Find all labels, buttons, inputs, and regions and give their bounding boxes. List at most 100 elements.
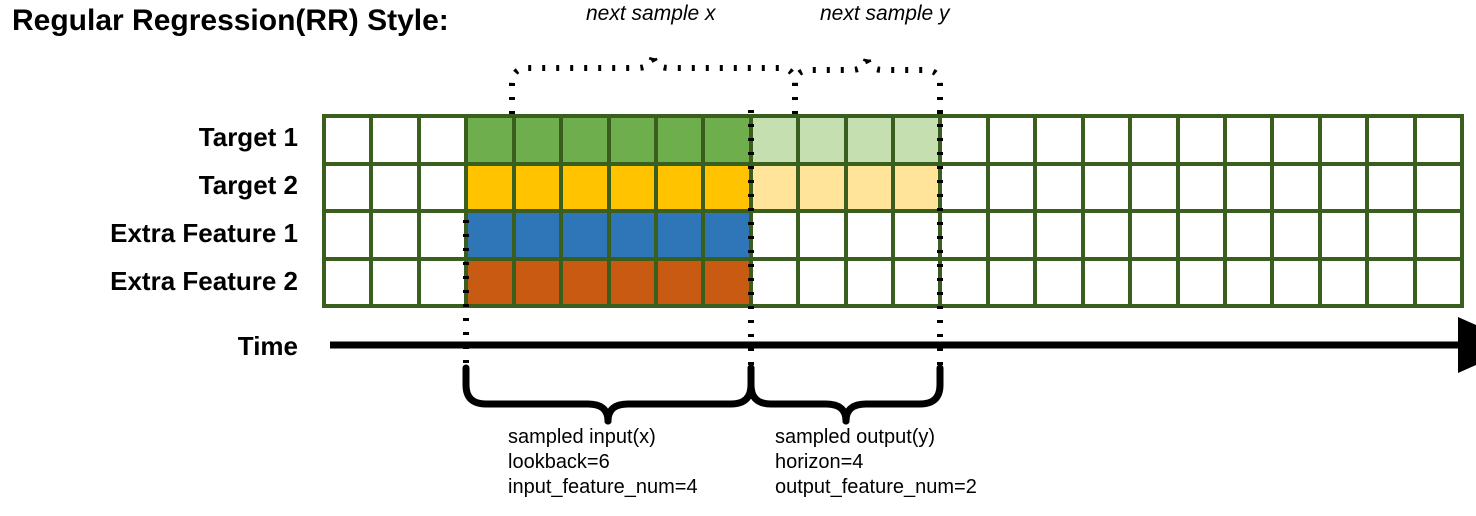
row-label-target-2: Target 2 [198, 170, 298, 200]
grid-cell-r4-c3 [420, 260, 465, 304]
top-brace-next-sample-y [792, 53, 943, 114]
grid-row-extra-feature-1 [326, 213, 1461, 257]
grid-cell-r4-c24 [1416, 260, 1461, 304]
grid-cell-r1-c17 [1084, 118, 1129, 162]
grid-cell-r4-c18 [1132, 260, 1176, 304]
bottom-brace-sampled-input [462, 364, 755, 425]
grid-cell-r2-c23 [1369, 165, 1413, 209]
grid-cell-r4-c19 [1179, 260, 1224, 304]
grid-cell-r3-c5 [515, 213, 560, 257]
sampled-output-line-1: sampled output(y) [775, 426, 936, 448]
grid-cell-r1-c1 [326, 118, 370, 162]
grid-cell-r4-c10 [752, 260, 797, 304]
grid-cell-r2-c13 [895, 165, 939, 209]
grid-cell-r1-c4 [468, 118, 512, 162]
grid-row-extra-feature-2 [326, 260, 1461, 304]
grid-cell-r3-c10 [752, 213, 797, 257]
grid-cell-r4-c5 [515, 260, 560, 304]
timeline-grid [322, 114, 1464, 308]
grid-cell-r1-c9 [705, 118, 749, 162]
grid-cell-r4-c16 [1037, 260, 1081, 304]
grid-cell-r4-c14 [942, 260, 986, 304]
grid-cell-r3-c20 [1227, 213, 1271, 257]
grid-cell-r3-c21 [1274, 213, 1318, 257]
sampled-input-line-1: sampled input(x) [508, 426, 656, 448]
bottom-brace-sampled-output [747, 364, 944, 425]
grid-cell-r1-c5 [515, 118, 560, 162]
grid-cell-r2-c20 [1227, 165, 1271, 209]
grid-cell-r4-c20 [1227, 260, 1271, 304]
grid-cell-r4-c6 [563, 260, 607, 304]
grid-cell-r1-c23 [1369, 118, 1413, 162]
grid-cell-r4-c13 [895, 260, 939, 304]
grid-cell-r3-c2 [373, 213, 417, 257]
grid-cell-r4-c2 [373, 260, 417, 304]
grid-cell-r2-c18 [1132, 165, 1176, 209]
grid-cell-r2-c22 [1321, 165, 1366, 209]
row-label-target-1: Target 1 [198, 122, 298, 152]
grid-cell-r1-c12 [847, 118, 892, 162]
grid-cell-r2-c14 [942, 165, 986, 209]
grid-cell-r3-c8 [657, 213, 702, 257]
grid-cell-r3-c11 [800, 213, 844, 257]
sampled-input-line-3: input_feature_num=4 [508, 476, 698, 498]
grid-cell-r2-c4 [468, 165, 512, 209]
grid-cell-r2-c24 [1416, 165, 1461, 209]
grid-cell-r3-c16 [1037, 213, 1081, 257]
grid-cell-r4-c4 [468, 260, 512, 304]
time-axis-label: Time [237, 330, 298, 361]
grid-cell-r3-c15 [989, 213, 1034, 257]
grid-cell-r3-c14 [942, 213, 986, 257]
grid-cell-r3-c12 [847, 213, 892, 257]
grid-cell-r1-c8 [657, 118, 702, 162]
grid-cell-r2-c6 [563, 165, 607, 209]
grid-cell-r4-c11 [800, 260, 844, 304]
grid-cell-r3-c7 [610, 213, 654, 257]
grid-cell-r2-c15 [989, 165, 1034, 209]
grid-cell-r1-c21 [1274, 118, 1318, 162]
grid-row-target-2 [326, 165, 1461, 209]
grid-cell-r2-c19 [1179, 165, 1224, 209]
grid-cell-r4-c23 [1369, 260, 1413, 304]
grid-cell-r1-c24 [1416, 118, 1461, 162]
grid-cell-r1-c11 [800, 118, 844, 162]
grid-cell-r3-c4 [468, 213, 512, 257]
sampled-input-line-2: lookback=6 [508, 451, 610, 473]
sampled-output-line-3: output_feature_num=2 [775, 476, 977, 498]
grid-cell-r4-c17 [1084, 260, 1129, 304]
grid-cell-r1-c14 [942, 118, 986, 162]
grid-cell-r1-c7 [610, 118, 654, 162]
grid-cell-r3-c18 [1132, 213, 1176, 257]
grid-cell-r1-c2 [373, 118, 417, 162]
grid-cell-r2-c1 [326, 165, 370, 209]
grid-cell-r1-c6 [563, 118, 607, 162]
grid-cell-r1-c22 [1321, 118, 1366, 162]
row-label-extra-feature-1: Extra Feature 1 [110, 218, 298, 248]
grid-cell-r4-c21 [1274, 260, 1318, 304]
grid-cell-r4-c1 [326, 260, 370, 304]
grid-cell-r4-c7 [610, 260, 654, 304]
grid-cell-r3-c1 [326, 213, 370, 257]
grid-cell-r2-c8 [657, 165, 702, 209]
grid-cell-r3-c22 [1321, 213, 1366, 257]
grid-cell-r1-c18 [1132, 118, 1176, 162]
grid-cell-r1-c19 [1179, 118, 1224, 162]
grid-cell-r3-c13 [895, 213, 939, 257]
grid-cell-r2-c12 [847, 165, 892, 209]
grid-cell-r1-c10 [752, 118, 797, 162]
top-brace-next-sample-x [509, 51, 798, 114]
grid-cell-r1-c13 [895, 118, 939, 162]
grid-cell-r1-c3 [420, 118, 465, 162]
grid-cell-r2-c17 [1084, 165, 1129, 209]
annotation-next-sample-y: next sample y [820, 2, 950, 25]
grid-cell-r2-c5 [515, 165, 560, 209]
page-title: Regular Regression(RR) Style: [12, 4, 449, 37]
grid-cell-r2-c9 [705, 165, 749, 209]
grid-cell-r3-c3 [420, 213, 465, 257]
grid-cell-r4-c8 [657, 260, 702, 304]
grid-cell-r1-c20 [1227, 118, 1271, 162]
grid-cell-r4-c22 [1321, 260, 1366, 304]
grid-cell-r3-c6 [563, 213, 607, 257]
grid-cell-r3-c19 [1179, 213, 1224, 257]
